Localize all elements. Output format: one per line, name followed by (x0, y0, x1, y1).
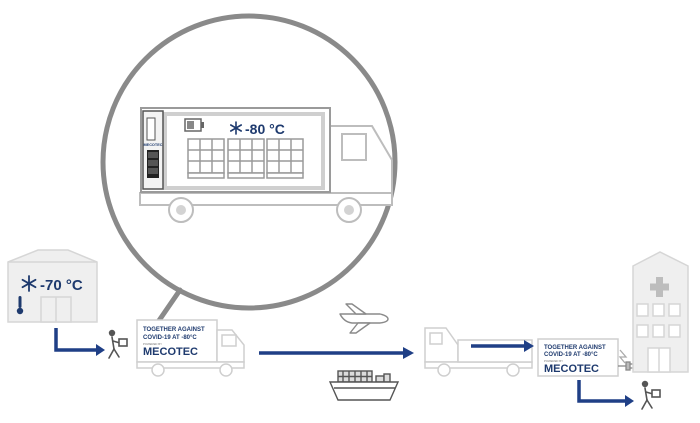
worker-icon (108, 329, 128, 359)
snowflake-icon (230, 121, 242, 135)
truck-slogan-line2: COVID-19 AT -80°C (143, 335, 197, 341)
battery-icon (184, 118, 204, 132)
truck-slogan-line1: TOGETHER AGAINST (143, 327, 205, 333)
refrigeration-unit: MECOTEC (142, 110, 164, 190)
truck-brand: MECOTEC (143, 346, 198, 358)
cargo-ship-icon (328, 370, 400, 401)
unit-powered-by: POWERED BY (544, 359, 563, 363)
branded-truck: TOGETHER AGAINST COVID-19 AT -80°C POWER… (136, 319, 245, 377)
unit-slogan-line2: COVID-19 AT -80°C (544, 352, 598, 358)
unit-logo: MECOTEC (144, 143, 163, 147)
medical-cross-icon (650, 277, 669, 297)
branded-delivery-unit: TOGETHER AGAINST COVID-19 AT -80°C POWER… (537, 338, 633, 377)
flow-arrow (577, 380, 625, 403)
warehouse-temperature: -70 °C (40, 277, 83, 294)
worker-icon (641, 380, 661, 410)
delivery-truck (424, 327, 533, 377)
truck-powered-by: POWERED BY (143, 342, 162, 346)
snowflake-icon (21, 275, 37, 292)
magnifier-handle (155, 287, 183, 325)
hospital-building (632, 251, 689, 373)
unit-slogan-line1: TOGETHER AGAINST (544, 345, 606, 351)
unit-brand: MECOTEC (544, 363, 599, 375)
pallet-grid (187, 138, 304, 174)
flow-arrow (54, 328, 96, 352)
freezer-warehouse: -70 °C (7, 249, 98, 323)
airplane-icon (339, 303, 389, 334)
thermometer-icon (16, 296, 24, 315)
container-temperature: -80 °C (245, 121, 285, 137)
magnified-truck: MECOTEC -80 °C (139, 107, 393, 223)
plug-icon (618, 349, 633, 371)
magnifier: MECOTEC -80 °C (100, 13, 398, 325)
